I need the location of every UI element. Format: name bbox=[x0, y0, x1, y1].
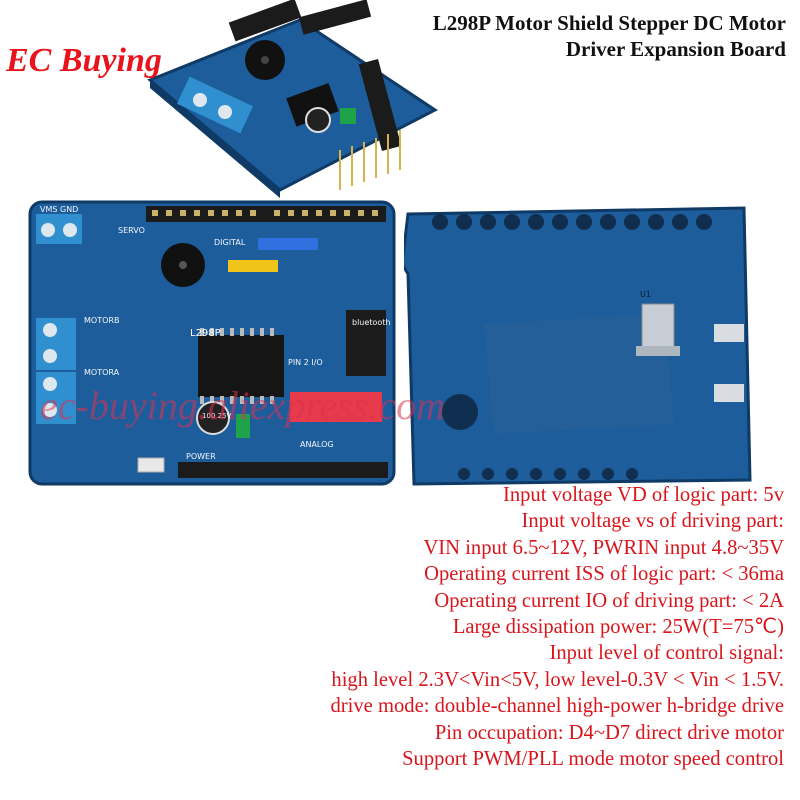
spec-line: high level 2.3V<Vin<5V, low level-0.3V <… bbox=[331, 668, 784, 691]
spec-line: drive mode: double-channel high-power h-… bbox=[330, 695, 785, 718]
product-title: L298P Motor Shield Stepper DC Motor Driv… bbox=[432, 11, 786, 61]
spec-line: Input level of control signal: bbox=[549, 642, 785, 665]
chip-label: L298P bbox=[190, 328, 221, 339]
power-label: POWER bbox=[186, 452, 216, 461]
board-front-view bbox=[28, 200, 396, 486]
analog-label: ANALOG bbox=[300, 440, 334, 449]
board-angled-photo bbox=[147, 0, 438, 198]
spec-line: Operating current IO of driving part: < … bbox=[434, 589, 784, 612]
spec-line: Input voltage vs of driving part: bbox=[521, 510, 784, 533]
motorb-label: MOTORB bbox=[84, 316, 120, 325]
digital-label: DIGITAL bbox=[214, 238, 246, 247]
watermark-text: ec-buying.aliexpress.com bbox=[40, 383, 446, 428]
brand-logo-text: EC Buying bbox=[6, 42, 162, 79]
spec-line: Pin occupation: D4~D7 direct drive motor bbox=[434, 721, 784, 744]
spec-list: Input voltage VD of logic part: 5v Input… bbox=[84, 482, 785, 772]
vms-gnd-label: VMS GND bbox=[40, 205, 79, 214]
pin-io-label: PIN 2 I/O bbox=[288, 358, 323, 367]
board-back-view bbox=[404, 206, 752, 486]
bluetooth-label: bluetooth bbox=[352, 318, 391, 327]
spec-line: VIN input 6.5~12V, PWRIN input 4.8~35V bbox=[423, 536, 784, 559]
capacitor-label: 100 25V bbox=[202, 412, 232, 420]
spec-line: Operating current ISS of logic part: < 3… bbox=[424, 563, 784, 586]
u1-label: U1 bbox=[640, 290, 651, 299]
spec-line: Input voltage VD of logic part: 5v bbox=[502, 484, 784, 506]
motora-label: MOTORA bbox=[84, 368, 120, 377]
spec-line: Large dissipation power: 25W(T=75℃) bbox=[452, 616, 784, 639]
servo-label: SERVO bbox=[118, 226, 145, 235]
spec-line: Support PWM/PLL mode motor speed control bbox=[402, 748, 784, 771]
